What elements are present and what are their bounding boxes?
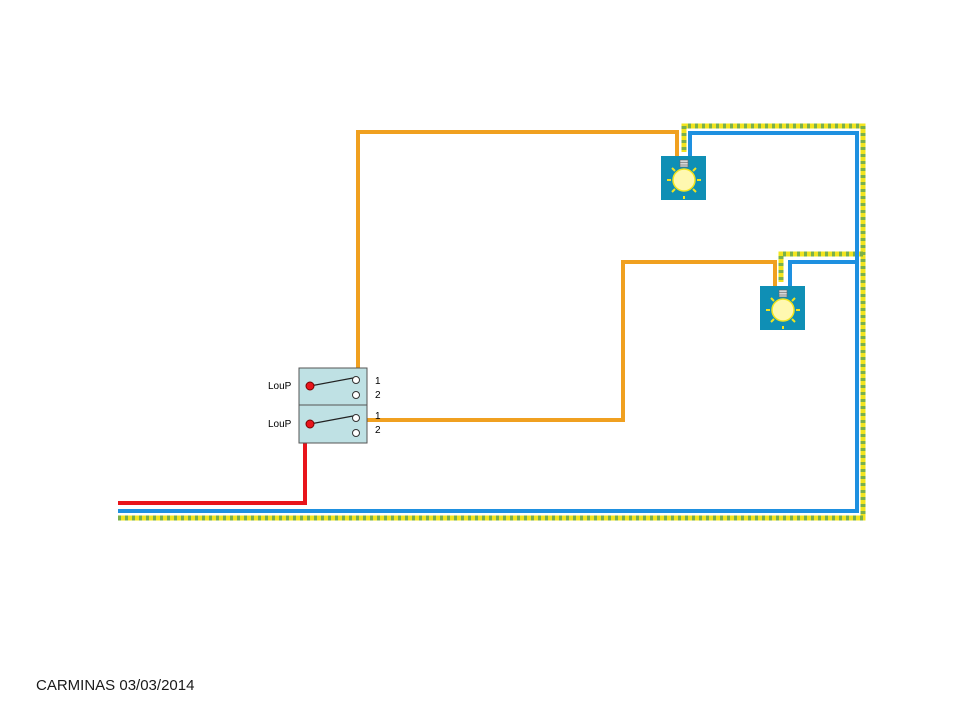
switch-2-pivot [305, 419, 315, 429]
switched-wire-lamp-2 [355, 260, 777, 422]
switch-2-pos1: 1 [375, 411, 381, 422]
switch-1 [305, 376, 360, 399]
neutral-wire [118, 131, 859, 513]
phase-wire [118, 387, 307, 505]
switch-1-label: LouP [268, 381, 292, 392]
footer-author: CARMINAS [36, 677, 116, 694]
switch-1-pos1: 1 [375, 376, 381, 387]
switch-2-contact-1 [352, 414, 360, 422]
footer-credit: CARMINAS 03/03/2014 [36, 677, 194, 694]
switch-1-pos2: 2 [375, 390, 381, 401]
switch-1-pivot [305, 381, 315, 391]
lamp-1 [661, 156, 706, 200]
switch-1-contact-1 [352, 376, 360, 384]
light-bulb-icon [766, 289, 800, 329]
switch-2-pos2: 2 [375, 425, 381, 436]
switch-2-label: LouP [268, 419, 292, 430]
switch-1-contact-2 [352, 391, 360, 399]
footer-date: 03/03/2014 [119, 677, 195, 694]
switch-2-contact-2 [352, 429, 360, 437]
switch-2 [305, 414, 360, 437]
switched-wire-lamp-1 [356, 130, 679, 383]
light-bulb-icon [667, 159, 701, 199]
lamp-2 [760, 286, 805, 330]
earth-wire [118, 123, 866, 521]
double-switch [298, 367, 368, 444]
